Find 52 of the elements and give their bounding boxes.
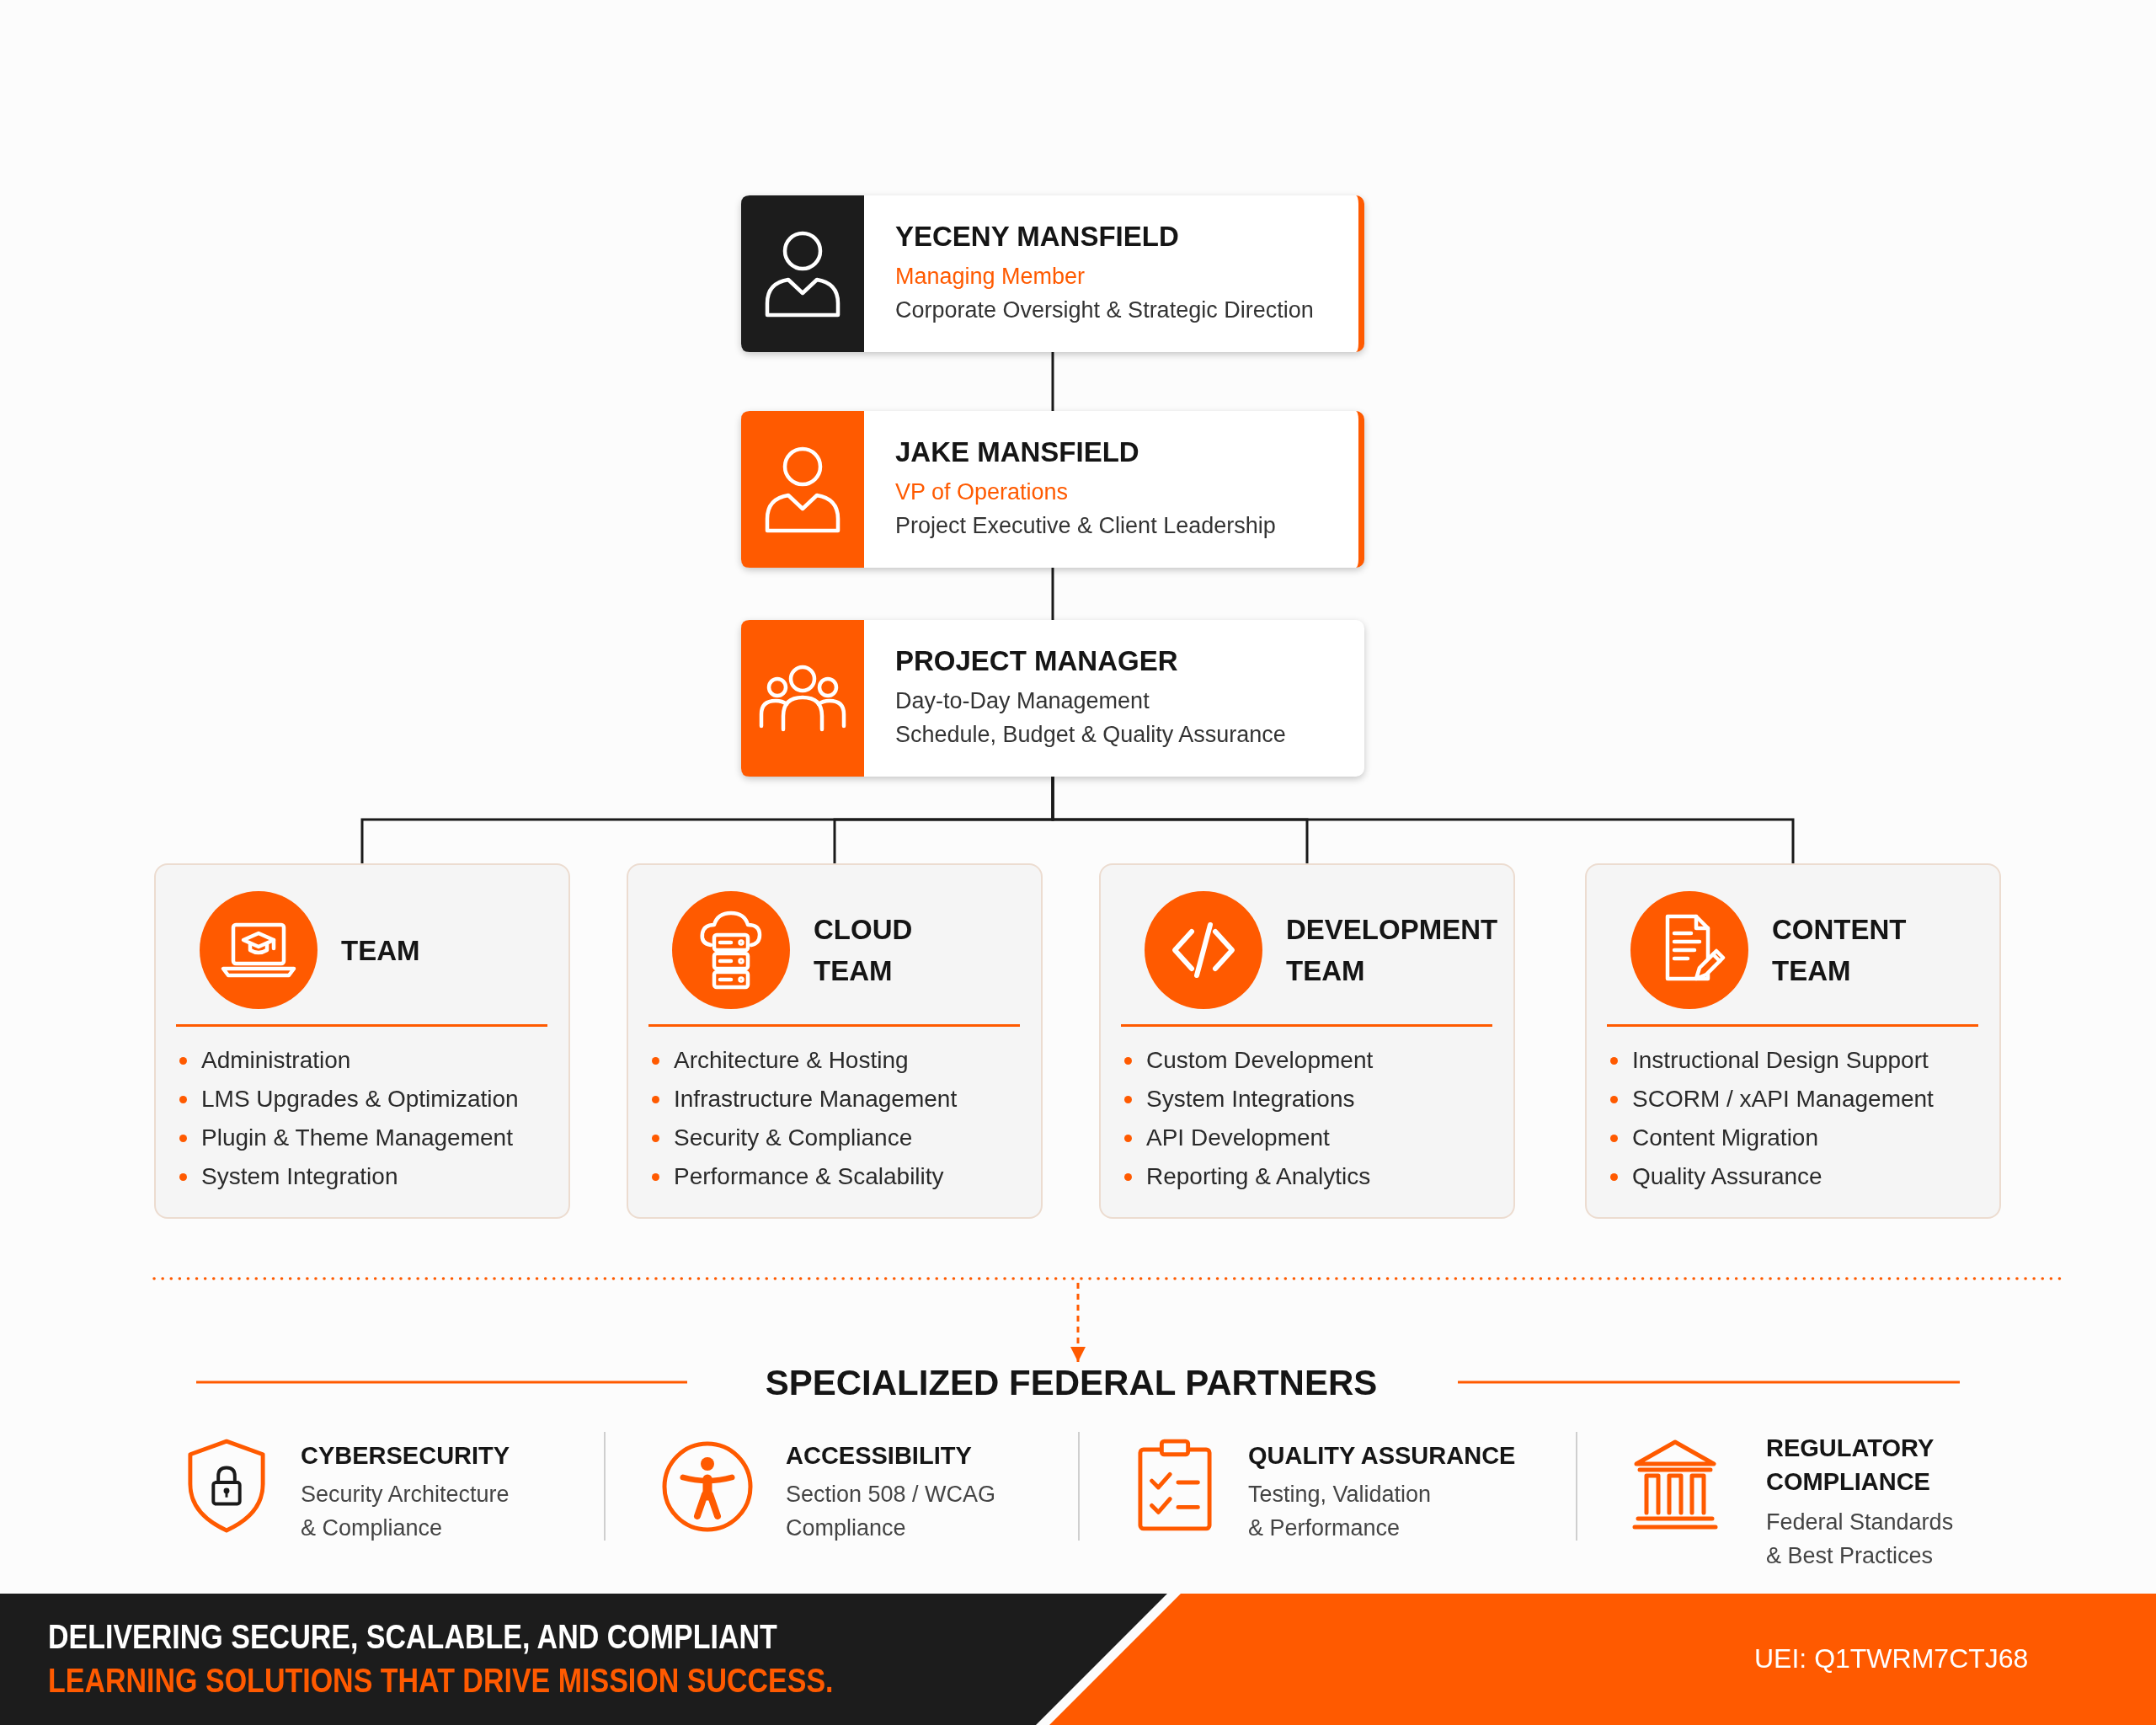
position-card bbox=[741, 411, 1364, 568]
partner-title: CYBERSECURITY bbox=[301, 1441, 510, 1471]
list-item: Custom Development bbox=[1121, 1041, 1374, 1080]
dashed-arrow bbox=[1070, 1283, 1086, 1362]
team-card bbox=[1585, 863, 2001, 1219]
list-item: LMS Upgrades & Optimization bbox=[176, 1080, 519, 1119]
connector-line bbox=[1051, 568, 1054, 620]
card-description: Project Executive & Client Leadership bbox=[895, 512, 1276, 540]
partner-description: Section 508 / WCAG Compliance bbox=[786, 1481, 997, 1542]
position-card bbox=[741, 620, 1364, 777]
partner-title: QUALITY ASSURANCE bbox=[1248, 1441, 1516, 1471]
list-item: System Integrations bbox=[1121, 1080, 1355, 1119]
job-title: Managing Member bbox=[895, 263, 1086, 291]
list-item: Architecture & Hosting bbox=[648, 1041, 909, 1080]
connector-line bbox=[1051, 352, 1054, 411]
card-description: Day-to-Day Management bbox=[895, 687, 1150, 715]
tagline-text: DELIVERING SECURE, SCALABLE, AND COMPLIANT bbox=[48, 1617, 777, 1656]
position-card bbox=[741, 195, 1364, 352]
list-item: Performance & Scalability bbox=[648, 1157, 944, 1196]
list-item: API Development bbox=[1121, 1119, 1330, 1157]
card-title: DEVELOPMENT TEAM bbox=[1286, 913, 1498, 988]
card-title: TEAM bbox=[341, 933, 420, 968]
list-item: SCORM / xAPI Management bbox=[1607, 1080, 1934, 1119]
partner-description: Security Architecture & Compliance bbox=[301, 1481, 510, 1542]
card-title: JAKE MANSFIELD bbox=[895, 435, 1139, 469]
list-item: Instructional Design Support bbox=[1607, 1041, 1929, 1080]
card-title: YECENY MANSFIELD bbox=[895, 220, 1179, 254]
list-item: Content Migration bbox=[1607, 1119, 1818, 1157]
partner-title: REGULATORY COMPLIANCE bbox=[1766, 1434, 1934, 1497]
team-card bbox=[154, 863, 570, 1219]
list-item: Plugin & Theme Management bbox=[176, 1119, 513, 1157]
section-heading: SPECIALIZED FEDERAL PARTNERS bbox=[765, 1362, 1378, 1404]
tagline-text: LEARNING SOLUTIONS THAT DRIVE MISSION SUCCESS. bbox=[48, 1661, 834, 1700]
list-item: System Integration bbox=[176, 1157, 398, 1196]
card-title: CONTENT TEAM bbox=[1772, 913, 1907, 988]
partner-description: Federal Standards & Best Practices bbox=[1766, 1509, 1955, 1570]
partner-title: ACCESSIBILITY bbox=[786, 1441, 972, 1471]
card-title: CLOUD TEAM bbox=[814, 913, 913, 988]
list-item: Reporting & Analytics bbox=[1121, 1157, 1371, 1196]
team-card bbox=[1099, 863, 1515, 1219]
team-card bbox=[627, 863, 1043, 1219]
connector-line bbox=[1051, 777, 1795, 863]
partner-description: Testing, Validation & Performance bbox=[1248, 1481, 1433, 1542]
card-title: PROJECT MANAGER bbox=[895, 644, 1178, 678]
uei-text: UEI: Q1TWRM7CTJ68 bbox=[1754, 1642, 2029, 1674]
list-item: Infrastructure Management bbox=[648, 1080, 958, 1119]
list-item: Administration bbox=[176, 1041, 351, 1080]
list-item: Quality Assurance bbox=[1607, 1157, 1822, 1196]
card-description: Corporate Oversight & Strategic Direction bbox=[895, 296, 1314, 324]
card-description: Schedule, Budget & Quality Assurance bbox=[895, 721, 1286, 749]
list-item: Security & Compliance bbox=[648, 1119, 913, 1157]
job-title: VP of Operations bbox=[895, 478, 1069, 506]
